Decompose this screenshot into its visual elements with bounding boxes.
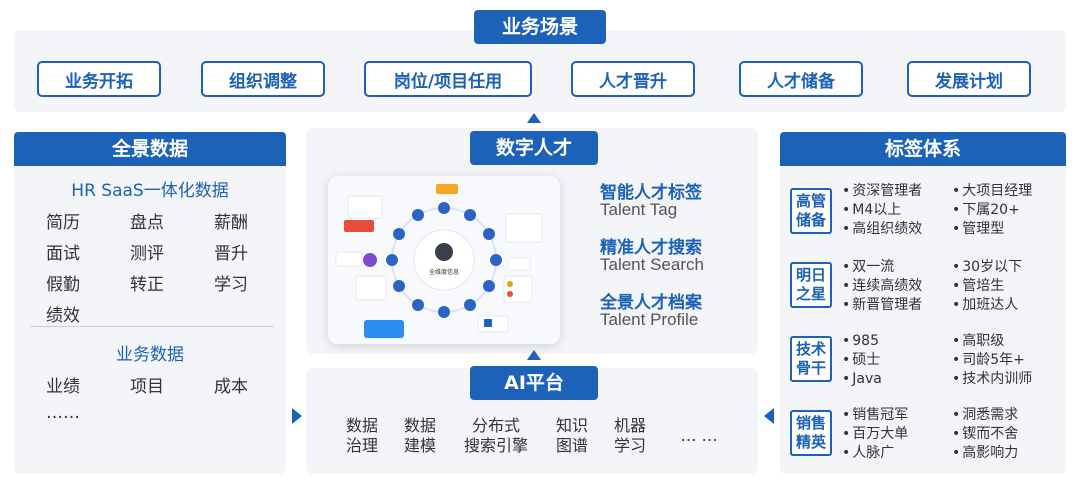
- ai-item-knowledge-graph: 知识图谱: [555, 416, 588, 455]
- saas-item: 绩效: [46, 306, 80, 326]
- tag-item: 连续高绩效: [842, 277, 922, 296]
- tag-item: 销售冠军: [842, 406, 908, 425]
- saas-item: 学习: [214, 275, 248, 295]
- tag-item: 管理型: [952, 220, 1032, 239]
- saas-item: 薪酬: [214, 213, 248, 233]
- tag-group-label: 高管 储备: [790, 188, 832, 234]
- tag-list: 销售冠军 百万大单 人脉广: [842, 406, 908, 463]
- talent-search-title: 精准人才搜索: [600, 238, 702, 258]
- tag-item: 加班达人: [952, 296, 1022, 315]
- scenario-item-3: 岗位/项目任用: [364, 61, 532, 97]
- saas-data-heading: HR SaaS一体化数据: [71, 181, 229, 201]
- talent-search-subtitle: Talent Search: [600, 255, 704, 274]
- tag-item: 高组织绩效: [842, 220, 922, 239]
- business-data-more: ……: [46, 403, 80, 423]
- tag-item: 司龄5年+: [952, 351, 1032, 370]
- saas-item: 晋升: [214, 244, 248, 264]
- ai-item-machine-learning: 机器学习: [613, 416, 646, 455]
- saas-item: 测评: [130, 244, 164, 264]
- tag-item: 下属20+: [952, 201, 1032, 220]
- talent-dashboard-screenshot: 全维度信息: [328, 176, 560, 344]
- tag-item: 洞悉需求: [952, 406, 1018, 425]
- tag-list: 双一流 连续高绩效 新晋管理者: [842, 258, 922, 315]
- tag-system-title: 标签体系: [780, 132, 1066, 166]
- tag-item: M4以上: [842, 201, 922, 220]
- scenario-item-4: 人才晋升: [571, 61, 695, 97]
- saas-item: 假勤: [46, 275, 80, 295]
- panoramic-data-panel: [14, 132, 286, 474]
- tag-item: 技术内训师: [952, 370, 1032, 389]
- scenario-item-5: 人才储备: [739, 61, 863, 97]
- center-up-arrow: [527, 113, 541, 123]
- tag-item: 新晋管理者: [842, 296, 922, 315]
- business-data-grid: 业绩 项目 成本 ……: [46, 372, 298, 423]
- tag-item: 30岁以下: [952, 258, 1022, 277]
- tag-item: 管培生: [952, 277, 1022, 296]
- business-scenario-title: 业务场景: [474, 10, 606, 44]
- saas-item: 转正: [130, 275, 164, 295]
- business-data-item: 成本: [214, 377, 248, 397]
- ai-platform-title: AI平台: [470, 366, 598, 400]
- saas-item: 面试: [46, 244, 80, 264]
- saas-item: 简历: [46, 213, 80, 233]
- left-to-center-arrow: [292, 408, 302, 424]
- tag-item: 985: [842, 332, 882, 351]
- right-to-center-arrow: [764, 408, 774, 424]
- ai-more: … …: [680, 426, 718, 445]
- tag-list: 洞悉需求 锲而不舍 高影响力: [952, 406, 1018, 463]
- talent-profile-subtitle: Talent Profile: [600, 310, 699, 329]
- saas-data-grid: 简历 盘点 薪酬 面试 测评 晋升 假勤 转正 学习 绩效: [46, 208, 298, 326]
- scenario-item-1: 业务开拓: [37, 61, 161, 97]
- tag-list: 985 硕士 Java: [842, 332, 882, 389]
- saas-item: 盘点: [130, 213, 164, 233]
- left-divider: [30, 326, 274, 327]
- scenario-item-2: 组织调整: [201, 61, 325, 97]
- ai-up-arrow: [527, 350, 541, 360]
- tag-item: 资深管理者: [842, 182, 922, 201]
- tag-item: 硕士: [842, 351, 882, 370]
- ai-item-search-engine: 分布式搜索引擎: [463, 416, 528, 455]
- digital-talent-title: 数字人才: [470, 131, 598, 165]
- business-data-item: 项目: [130, 377, 164, 397]
- tag-group-label: 明日 之星: [790, 262, 832, 308]
- ai-item-data-modeling: 数据建模: [403, 416, 436, 455]
- tag-list: 大项目经理 下属20+ 管理型: [952, 182, 1032, 239]
- tag-list: 30岁以下 管培生 加班达人: [952, 258, 1022, 315]
- tag-list: 高职级 司龄5年+ 技术内训师: [952, 332, 1032, 389]
- tag-item: 双一流: [842, 258, 922, 277]
- tag-list: 资深管理者 M4以上 高组织绩效: [842, 182, 922, 239]
- tag-item: 人脉广: [842, 444, 908, 463]
- panoramic-data-title: 全景数据: [14, 132, 286, 166]
- tag-item: 百万大单: [842, 425, 908, 444]
- talent-network-graphic: 全维度信息: [328, 176, 560, 344]
- tag-group-label: 技术 骨干: [790, 336, 832, 382]
- talent-tag-subtitle: Talent Tag: [600, 200, 678, 219]
- tag-item: 高职级: [952, 332, 1032, 351]
- business-data-heading: 业务数据: [116, 345, 184, 365]
- business-data-item: 业绩: [46, 377, 80, 397]
- tag-group-label: 销售 精英: [790, 410, 832, 456]
- scenario-item-6: 发展计划: [907, 61, 1031, 97]
- tag-item: Java: [842, 370, 882, 389]
- tag-item: 锲而不舍: [952, 425, 1018, 444]
- talent-profile-title: 全景人才档案: [600, 293, 702, 313]
- talent-tag-title: 智能人才标签: [600, 183, 702, 203]
- ai-item-data-governance: 数据治理: [345, 416, 378, 455]
- tag-item: 高影响力: [952, 444, 1018, 463]
- tag-item: 大项目经理: [952, 182, 1032, 201]
- screen-center-label: 全维度信息: [429, 268, 459, 276]
